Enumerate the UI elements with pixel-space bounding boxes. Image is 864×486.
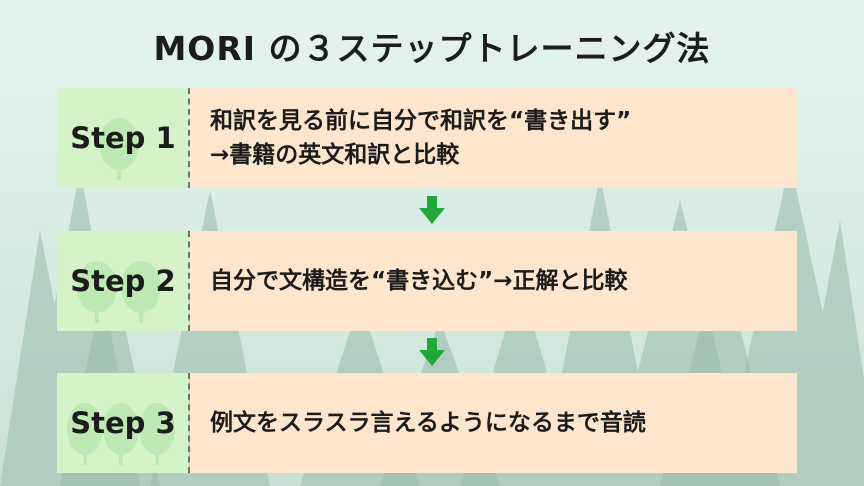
tree-icon: [67, 403, 175, 465]
dashed-divider: [188, 231, 190, 331]
down-arrow-icon: [419, 196, 445, 224]
step-label: Step 2: [70, 264, 176, 298]
step-description: 例文をスラスラ言えるようになるまで音読: [190, 373, 797, 473]
step-text-line: 自分で文構造を“書き込む”→正解と比較: [210, 268, 628, 294]
tree-icon: [77, 261, 161, 323]
step-2: Step 2 自分で文構造を“書き込む”→正解と比較: [57, 231, 797, 331]
dashed-divider: [188, 88, 190, 188]
page-title: MORI の３ステップトレーニング法: [153, 29, 711, 68]
step-3: Step 3 例文をスラスラ言えるようになるまで音読: [57, 373, 797, 473]
step-label: Step 3: [70, 406, 176, 440]
step-text-line: →書籍の英文和訳と比較: [210, 142, 460, 168]
step-label-box: Step 1: [57, 88, 189, 188]
tree-icon: [99, 118, 139, 180]
step-label-box: Step 2: [57, 231, 189, 331]
step-label-box: Step 3: [57, 373, 189, 473]
step-text-line: 和訳を見る前に自分で和訳を“書き出す”: [210, 108, 632, 134]
step-text-line: 例文をスラスラ言えるようになるまで音読: [210, 410, 646, 436]
dashed-divider: [188, 373, 190, 473]
step-1: Step 1 和訳を見る前に自分で和訳を“書き出す” →書籍の英文和訳と比較: [57, 88, 797, 188]
down-arrow-icon: [419, 338, 445, 366]
step-label: Step 1: [70, 121, 176, 155]
step-description: 自分で文構造を“書き込む”→正解と比較: [190, 231, 797, 331]
step-description: 和訳を見る前に自分で和訳を“書き出す” →書籍の英文和訳と比較: [190, 88, 797, 188]
